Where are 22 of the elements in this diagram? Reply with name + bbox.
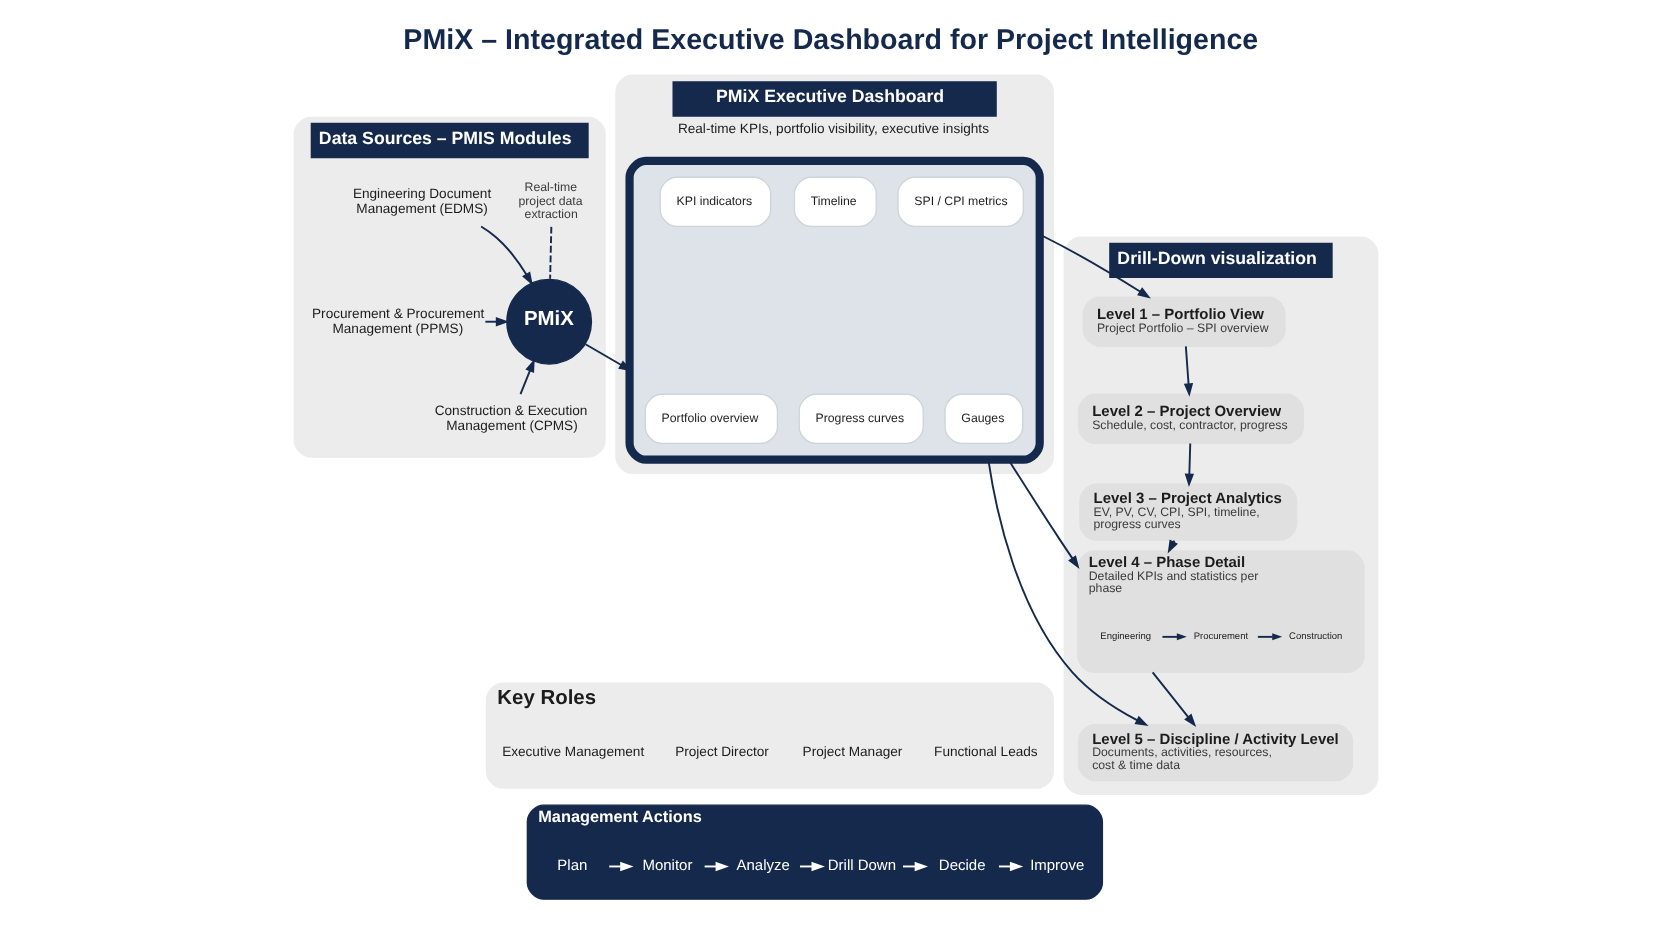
node-text: Monitor — [641, 856, 692, 875]
arrow — [518, 358, 534, 395]
arrow — [583, 343, 632, 372]
node-text: Decide — [937, 856, 985, 875]
connector — [548, 225, 552, 280]
arrow — [1150, 671, 1196, 727]
arrow — [1182, 345, 1193, 397]
arrow — [986, 458, 1148, 726]
cluster — [624, 156, 1043, 464]
arrow — [1255, 633, 1282, 641]
arrow — [479, 225, 532, 286]
arrow — [1037, 233, 1150, 299]
node-text: Analyze — [735, 856, 789, 875]
arrow — [1183, 442, 1194, 487]
node-text: Improve — [1029, 856, 1084, 875]
arrow — [483, 317, 509, 327]
arrow — [1160, 633, 1186, 641]
node-text: Drill Down — [826, 856, 896, 875]
arrow — [1006, 458, 1079, 569]
node-circle: PMiX — [505, 278, 592, 365]
diagram-title: PMiX – Integrated Executive Dashboard for Project Intelligence — [402, 24, 1258, 57]
node-text: Plan — [556, 856, 587, 875]
